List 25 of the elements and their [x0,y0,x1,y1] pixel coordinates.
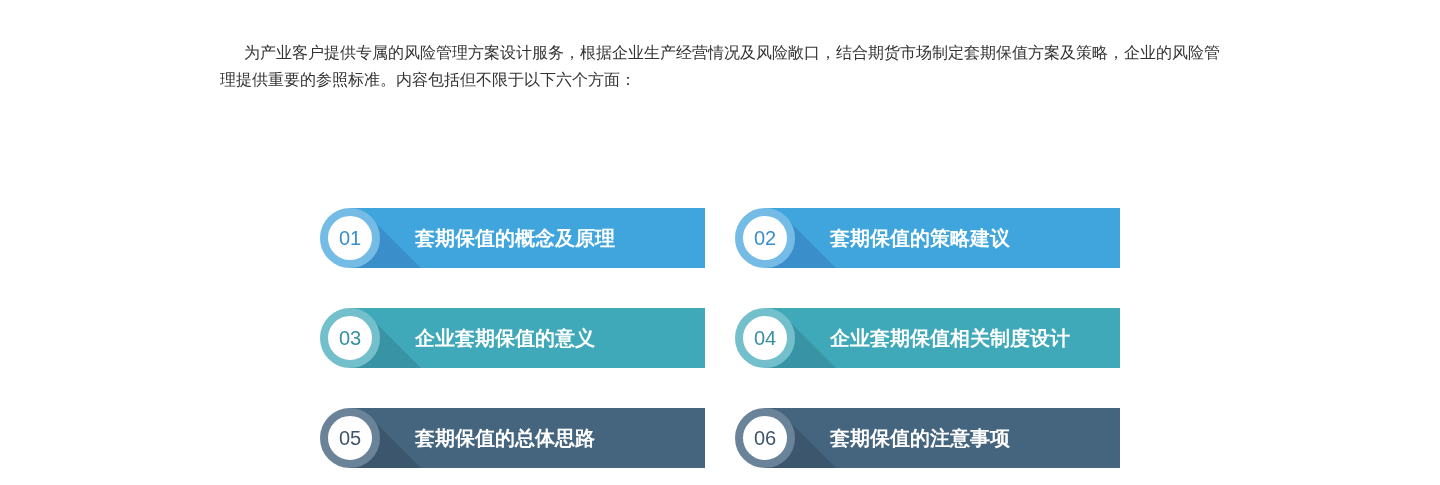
intro-paragraph: 为产业客户提供专属的风险管理方案设计服务，根据企业生产经营情况及风险敞口，结合期货市场制定套期保值方案及策略，企业的风险管理提供重要的参照标准。内容包括但不限于以下六个方面： [220,43,1221,90]
item-title: 套期保值的注意事项 [830,426,1010,450]
title-banner [735,308,1120,368]
item-number: 01 [338,227,362,249]
number-disc [735,208,795,268]
title-banner [320,308,705,368]
title-banner [735,408,1120,468]
item-title: 套期保值的概念及原理 [415,226,615,250]
item-title: 套期保值的策略建议 [830,226,1010,250]
item-number: 02 [753,227,777,249]
number-disc [735,308,795,368]
title-banner [320,208,705,268]
number-disc [320,208,380,268]
item-number: 04 [753,327,777,349]
item-number: 03 [338,327,362,349]
item-title: 企业套期保值相关制度设计 [830,326,1070,350]
title-banner [320,408,705,468]
number-disc [320,408,380,468]
item-title: 套期保值的总体思路 [415,426,595,450]
item-number: 06 [753,427,777,449]
title-banner [735,208,1120,268]
item-number: 05 [338,427,362,449]
number-disc [320,308,380,368]
number-disc [735,408,795,468]
item-title: 企业套期保值的意义 [415,326,595,350]
